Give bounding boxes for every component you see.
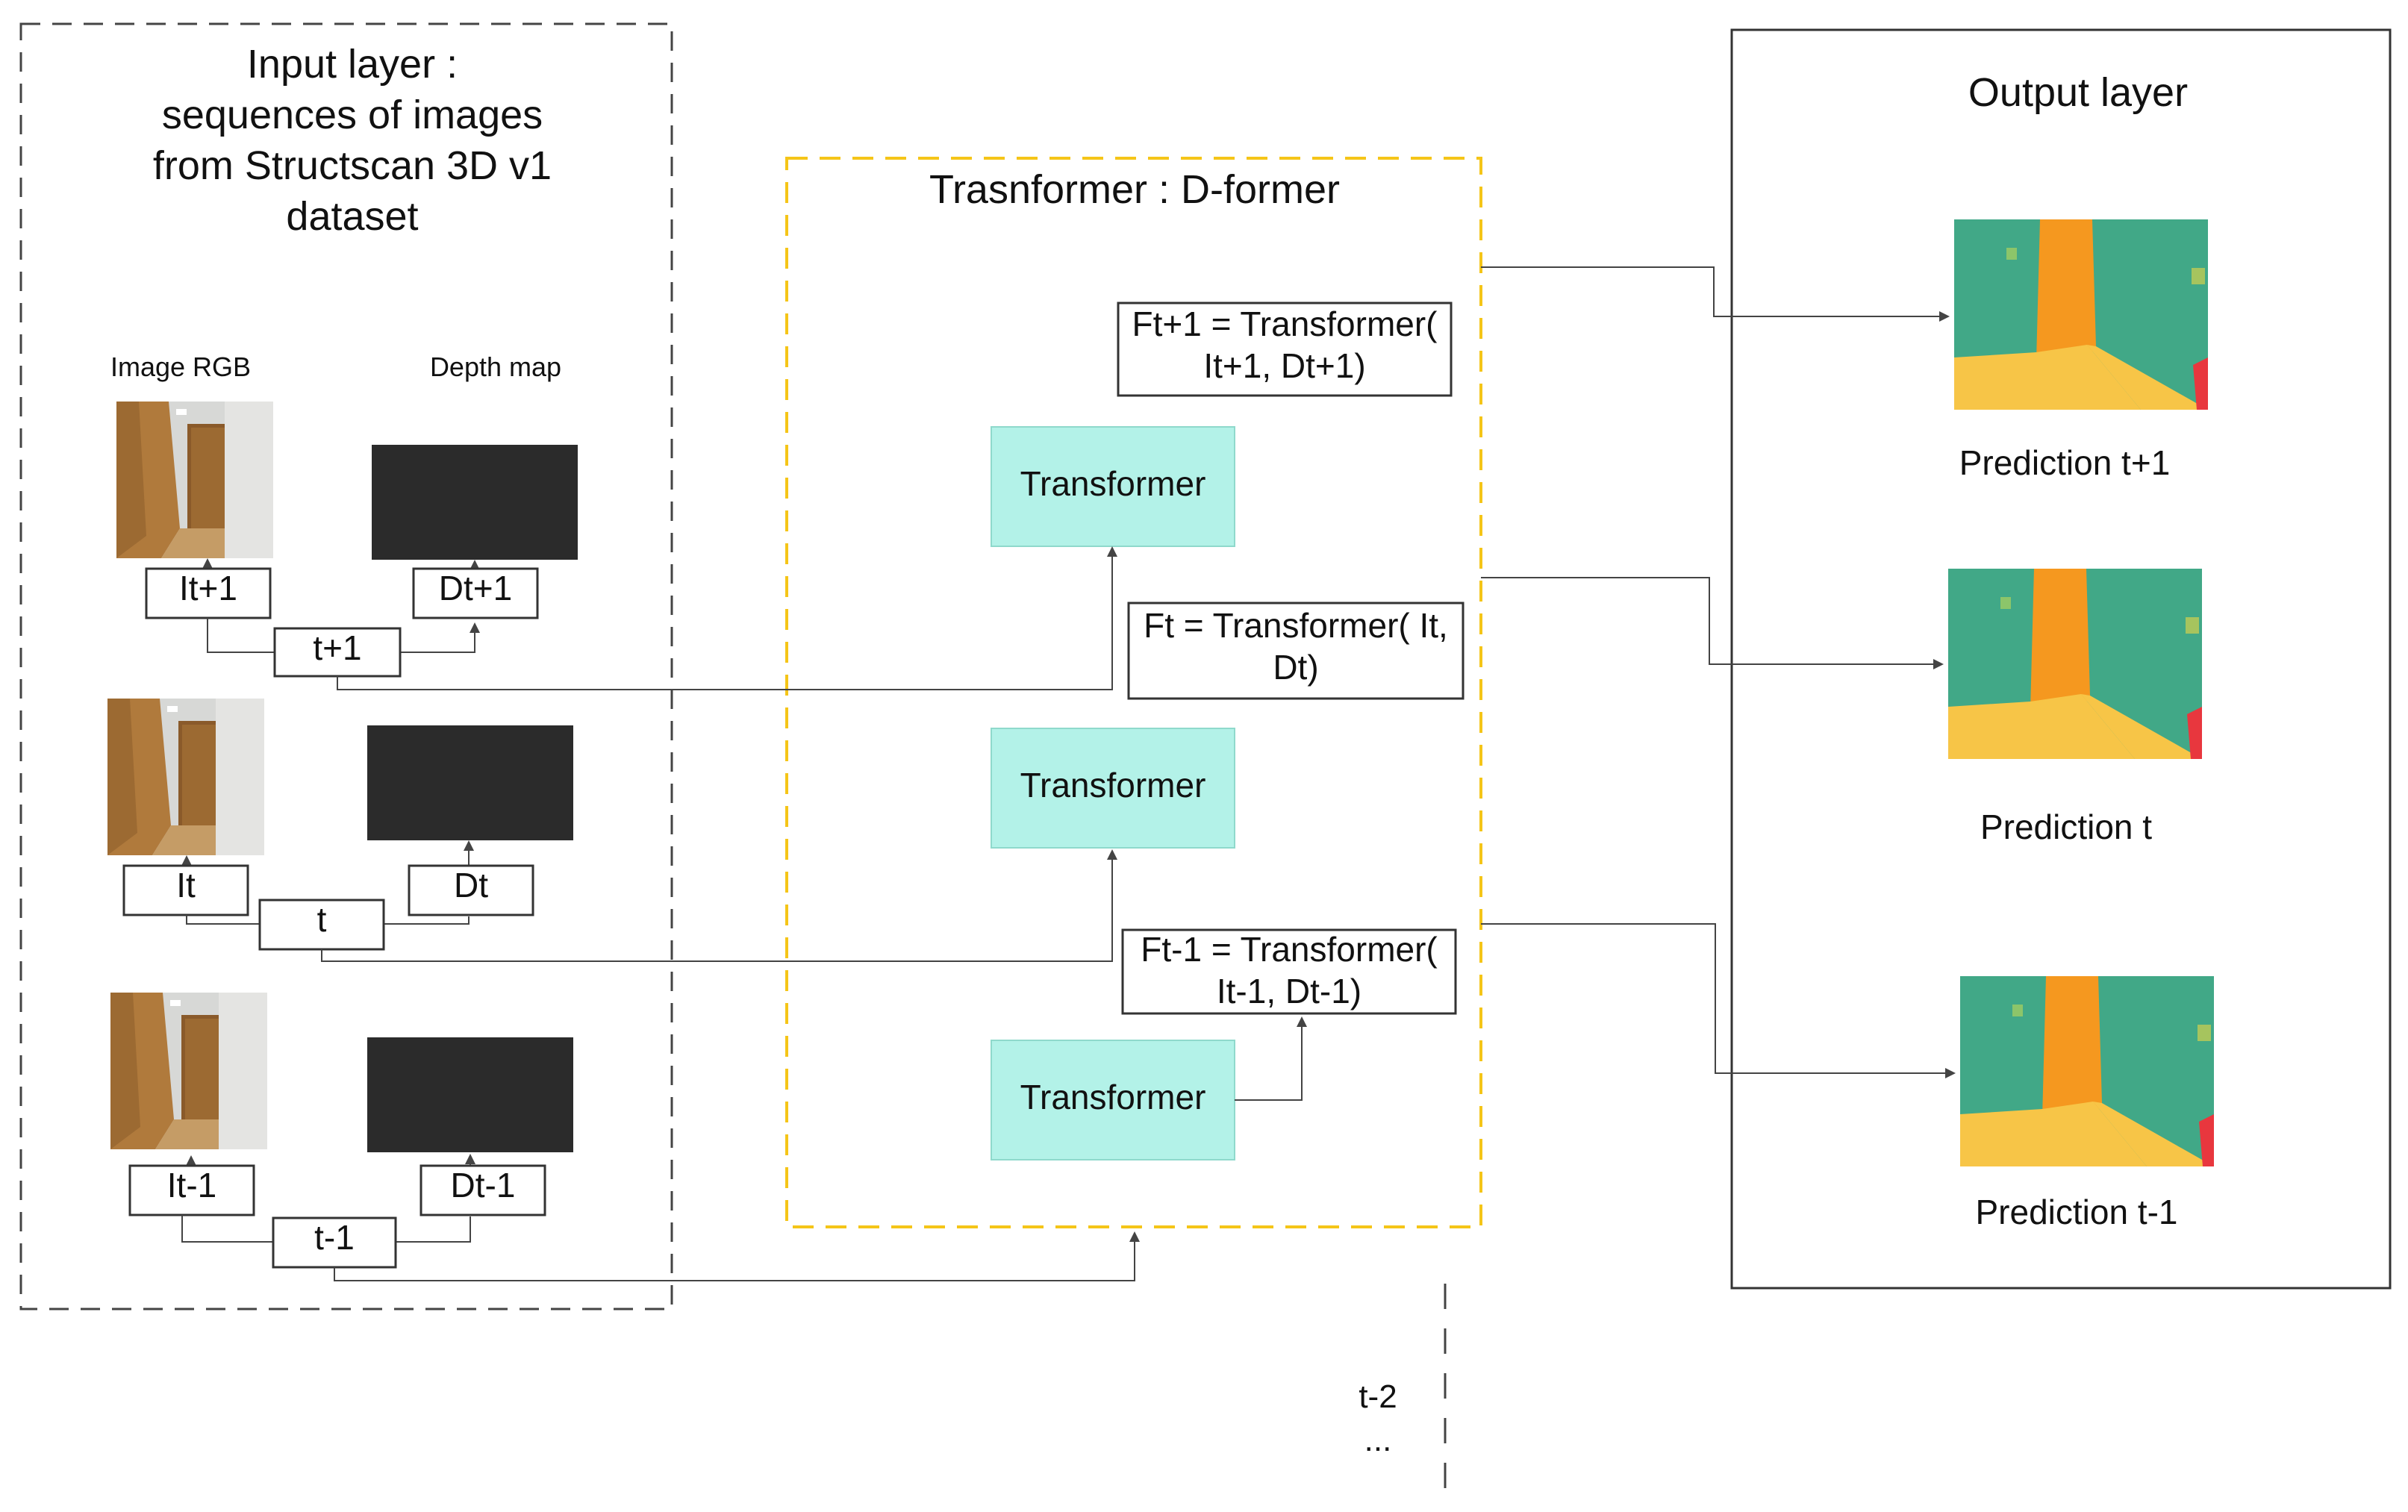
formula-box-t-plus-1 <box>1117 302 1453 397</box>
transformer-block-2-label: Transformer <box>1020 766 1206 805</box>
formula-t-minus-1-line-2: It-1, Dt-1) <box>1217 972 1361 1010</box>
output-connector-t-plus-1 <box>1481 266 1950 322</box>
formula-box-t <box>1127 602 1465 700</box>
transformer-block-3 <box>991 1040 1235 1160</box>
time-box-t <box>258 899 385 951</box>
formula-t-plus-1-line-1: Ft+1 = Transformer( <box>1132 304 1438 343</box>
label-box-it <box>122 864 249 916</box>
output-title: Output layer <box>1968 70 2188 115</box>
input-title-line-2: sequences of images <box>162 93 543 137</box>
input-title-line-3: from Structscan 3D v1 <box>153 143 552 188</box>
label-it-minus-1: It-1 <box>167 1166 216 1205</box>
label-box-it-minus-1 <box>128 1164 255 1216</box>
label-dt: Dt <box>454 866 488 905</box>
formula-box-t-minus-1 <box>1121 928 1457 1015</box>
label-box-it-plus-1 <box>145 567 272 619</box>
time-label-t: t <box>317 900 327 939</box>
formula-t-line-2: Dt) <box>1273 648 1318 687</box>
connector-block-3-to-formula <box>1235 1016 1307 1101</box>
time-label-t-plus-1: t+1 <box>313 628 361 667</box>
output-connector-t-minus-1 <box>1481 923 1956 1078</box>
input-layer-frame <box>19 22 673 1310</box>
time-box-t-minus-1 <box>272 1216 397 1269</box>
formula-t-line-1: Ft = Transformer( It, <box>1144 606 1448 645</box>
input-layer-title: Input layer : sequences of images from S… <box>153 42 552 239</box>
label-it-plus-1: It+1 <box>179 569 237 607</box>
input-title-line-4: dataset <box>286 194 418 239</box>
connector-t-minus-1 <box>334 1231 1140 1281</box>
label-dt-plus-1: Dt+1 <box>439 569 512 607</box>
col-label-depth: Depth map <box>430 352 561 382</box>
transformer-block-1-label: Transformer <box>1020 464 1206 503</box>
prediction-label-t-plus-1: Prediction t+1 <box>1959 443 2171 482</box>
label-it: It <box>176 866 196 905</box>
label-box-dt-plus-1 <box>412 567 539 619</box>
prediction-map-t-plus-1 <box>1954 219 2208 410</box>
transformer-block-3-label: Transformer <box>1020 1078 1206 1116</box>
depth-map-t-minus-1 <box>367 1037 573 1152</box>
transformer-block-1 <box>991 426 1235 547</box>
label-box-dt-minus-1 <box>419 1164 546 1216</box>
input-row-t-plus-1: It+1 Dt+1 t+1 <box>116 402 578 678</box>
input-row-t: It Dt t <box>107 699 573 951</box>
prediction-label-t-minus-1: Prediction t-1 <box>1975 1193 2177 1231</box>
prediction-label-t: Prediction t <box>1980 807 2152 846</box>
input-row-t-minus-1: It-1 Dt-1 t-1 <box>110 993 573 1269</box>
prediction-map-t-minus-1 <box>1960 976 2214 1166</box>
col-label-rgb: Image RGB <box>110 352 251 382</box>
depth-map-t-plus-1 <box>372 445 578 560</box>
time-box-t-plus-1 <box>273 627 402 678</box>
input-title-line-1: Input layer : <box>247 42 458 87</box>
continuation-label: t-2 <box>1359 1378 1397 1415</box>
label-box-dt <box>408 864 534 916</box>
continuation-ellipsis: ... <box>1364 1422 1392 1458</box>
connector-t <box>321 849 1117 962</box>
formula-t-minus-1-line-1: Ft-1 = Transformer( <box>1141 930 1438 969</box>
transformer-frame <box>785 157 1482 1228</box>
rgb-image-t-plus-1 <box>116 402 273 558</box>
prediction-map-t <box>1948 569 2202 759</box>
connector-t-plus-1 <box>337 546 1117 690</box>
time-label-t-minus-1: t-1 <box>314 1218 355 1257</box>
rgb-image-t-minus-1 <box>110 993 267 1149</box>
transformer-title: Trasnformer : D-former <box>929 167 1340 212</box>
label-dt-minus-1: Dt-1 <box>451 1166 516 1205</box>
output-layer-frame <box>1730 28 2392 1290</box>
rgb-image-t <box>107 699 264 855</box>
formula-t-plus-1-line-2: It+1, Dt+1) <box>1203 346 1365 385</box>
depth-map-t <box>367 725 573 840</box>
output-connector-t <box>1481 577 1944 669</box>
transformer-block-2 <box>991 728 1235 849</box>
